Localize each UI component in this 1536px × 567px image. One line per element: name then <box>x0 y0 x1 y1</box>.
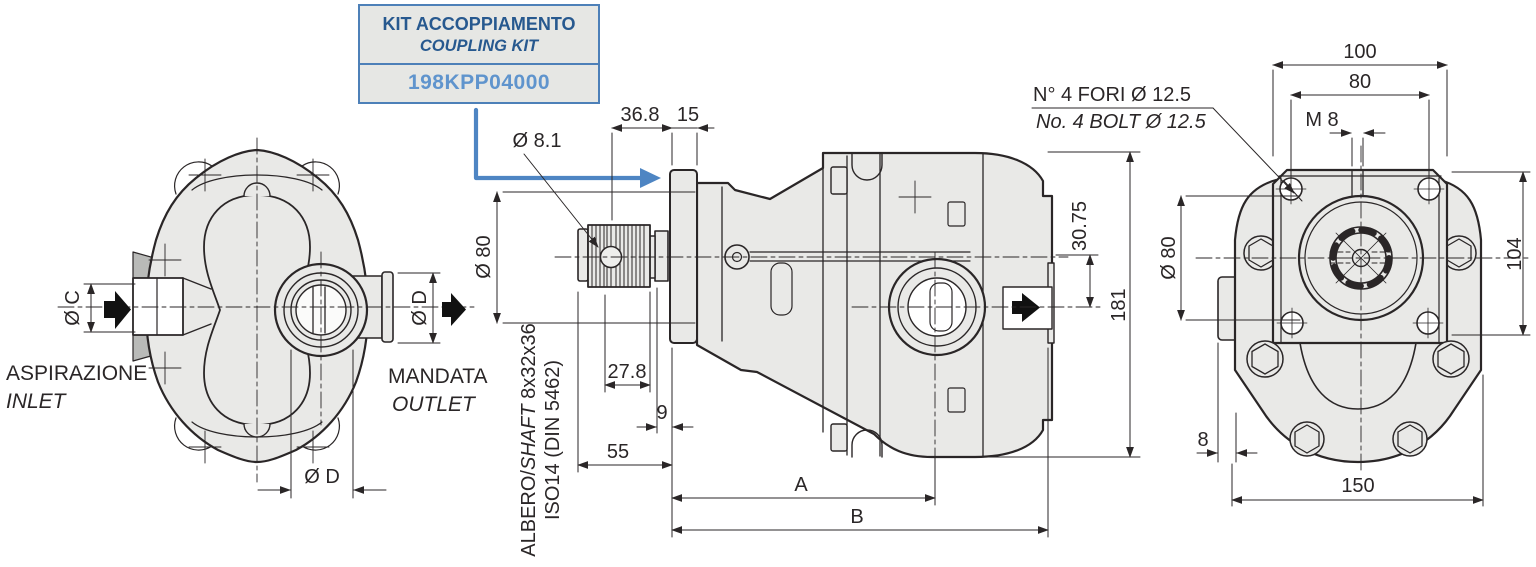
dim-9 <box>636 287 694 434</box>
coupling-kit-subtitle: COUPLING KIT <box>419 37 539 56</box>
dim-80-side-label: Ø 80 <box>473 235 495 278</box>
rear-view: 100 80 M 8 Ø 80 104 <box>1031 41 1531 507</box>
dim-36-8-15 <box>611 124 715 221</box>
holes-note-en: No. 4 BOLT Ø 12.5 <box>1036 111 1206 133</box>
dim-8-1-label: Ø 8.1 <box>513 130 562 152</box>
inlet-flow-arrow-icon <box>104 291 131 329</box>
dim-80-left-label: Ø 80 <box>1158 236 1180 279</box>
hex-bolts <box>1243 235 1477 271</box>
dim-30-75 <box>1055 254 1099 308</box>
dim-m8-label: M 8 <box>1305 109 1338 131</box>
inlet-label-en: INLET <box>6 390 66 413</box>
dim-d-bottom-label: Ø D <box>304 466 340 488</box>
dim-27-8 <box>604 291 651 393</box>
dim-m8 <box>1329 129 1386 167</box>
dim-inlet-diameter <box>83 283 136 333</box>
dim-outlet-bottom <box>257 349 387 499</box>
drive-shaft <box>577 224 669 288</box>
blue-arrow-icon <box>640 168 661 188</box>
dim-181 <box>944 151 1141 458</box>
dim-8 <box>1196 342 1258 463</box>
dim-d-side-label: Ø D <box>409 290 431 326</box>
dim-c-label: Ø C <box>62 290 84 326</box>
holes-note: N° 4 FORI Ø 12.5 <box>1033 84 1192 106</box>
hole-ticks <box>1275 173 1445 339</box>
dim-55-label: 55 <box>607 441 629 463</box>
dim-100 <box>1272 61 1448 157</box>
mounting-flange-side <box>669 169 698 344</box>
dim-15-label: 15 <box>677 104 699 126</box>
dim-8-label: 8 <box>1197 429 1208 451</box>
dim-pilot-80-rear <box>1177 195 1301 321</box>
dim-outlet-diameter <box>397 272 441 344</box>
dim-b-label: B <box>850 506 863 528</box>
shaft-spec-line1: ALBERO/SHAFT 8x32x36 <box>518 323 540 556</box>
coupling-kit-box: KIT ACCOPPIAMENTO COUPLING KIT 198KPP040… <box>358 4 600 105</box>
dim-pilot-80 <box>493 191 696 324</box>
coupling-kit-title: KIT ACCOPPIAMENTO <box>382 14 576 34</box>
dim-36-8-label: 36.8 <box>621 104 660 126</box>
dim-b <box>671 347 1049 538</box>
outlet-label: MANDATA <box>388 365 488 388</box>
pump-body-side <box>695 151 1054 459</box>
bolt-note-leader <box>1031 107 1295 194</box>
dim-104-label: 104 <box>1504 237 1526 270</box>
dim-104 <box>1451 171 1531 336</box>
centerlines-rear <box>1195 145 1529 475</box>
dim-30-75-label: 30.75 <box>1069 201 1091 251</box>
dim-100-label: 100 <box>1343 41 1376 63</box>
hex-bolts-lower <box>1246 340 1470 457</box>
crosshair-ticks <box>148 158 330 464</box>
flange-inner-border <box>1278 175 1442 344</box>
front-view: Ø C Ø D Ø D <box>57 137 476 499</box>
side-view: Ø 8.1 36.8 15 Ø 80 27.8 <box>473 104 1141 557</box>
inlet-label: ASPIRAZIONE <box>6 362 148 385</box>
dim-a <box>671 456 936 506</box>
dim-181-label: 181 <box>1108 288 1130 321</box>
shaft-spec-line2: ISO14 (DIN 5462) <box>542 360 564 520</box>
dim-80-top-label: 80 <box>1349 71 1371 93</box>
dim-9-label: 9 <box>656 402 667 424</box>
dim-80-top <box>1290 91 1430 177</box>
outlet-flow-arrow-side-icon <box>1012 293 1040 322</box>
inlet-flange <box>132 277 212 336</box>
outlet-flow-arrow-icon <box>442 293 466 326</box>
dim-150-label: 150 <box>1341 475 1374 497</box>
outlet-label-en: OUTLET <box>392 393 475 416</box>
coupling-kit-part-number: 198KPP04000 <box>360 63 598 102</box>
centerlines-side <box>554 251 1101 458</box>
dim-150 <box>1231 374 1484 507</box>
dim-27-8-label: 27.8 <box>608 361 647 383</box>
dim-a-label: A <box>794 474 808 496</box>
dim-55 <box>577 291 673 538</box>
coupling-kit-leader <box>473 107 661 188</box>
